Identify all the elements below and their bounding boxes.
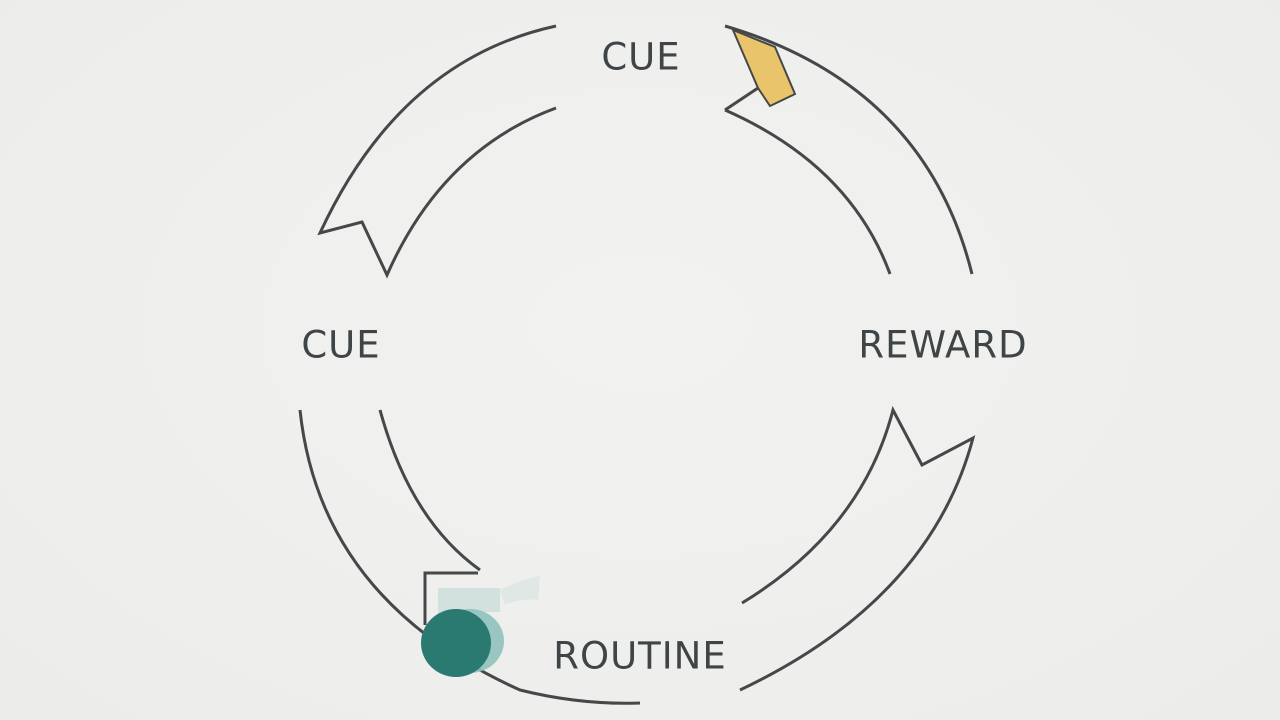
arrow-band-bottom-left-inner — [378, 409, 481, 572]
arrow-band-top-right-inner — [724, 108, 892, 275]
label-reward: REWARD — [858, 323, 1028, 367]
label-routine: ROUTINE — [553, 634, 727, 678]
arrow-band-bottom-right — [739, 405, 976, 692]
arrow-notch-bottom-left — [423, 571, 478, 625]
label-cue-left: CUE — [301, 323, 381, 367]
label-cue-top: CUE — [601, 35, 681, 79]
arrow-band-top-left — [317, 24, 557, 279]
teal-faded-wisp — [500, 576, 540, 605]
arrow-notch-top-right — [724, 86, 759, 112]
arrow-band-top-right — [724, 24, 974, 275]
yellow-accent-shape — [731, 28, 797, 108]
teal-circle-front — [421, 609, 491, 677]
